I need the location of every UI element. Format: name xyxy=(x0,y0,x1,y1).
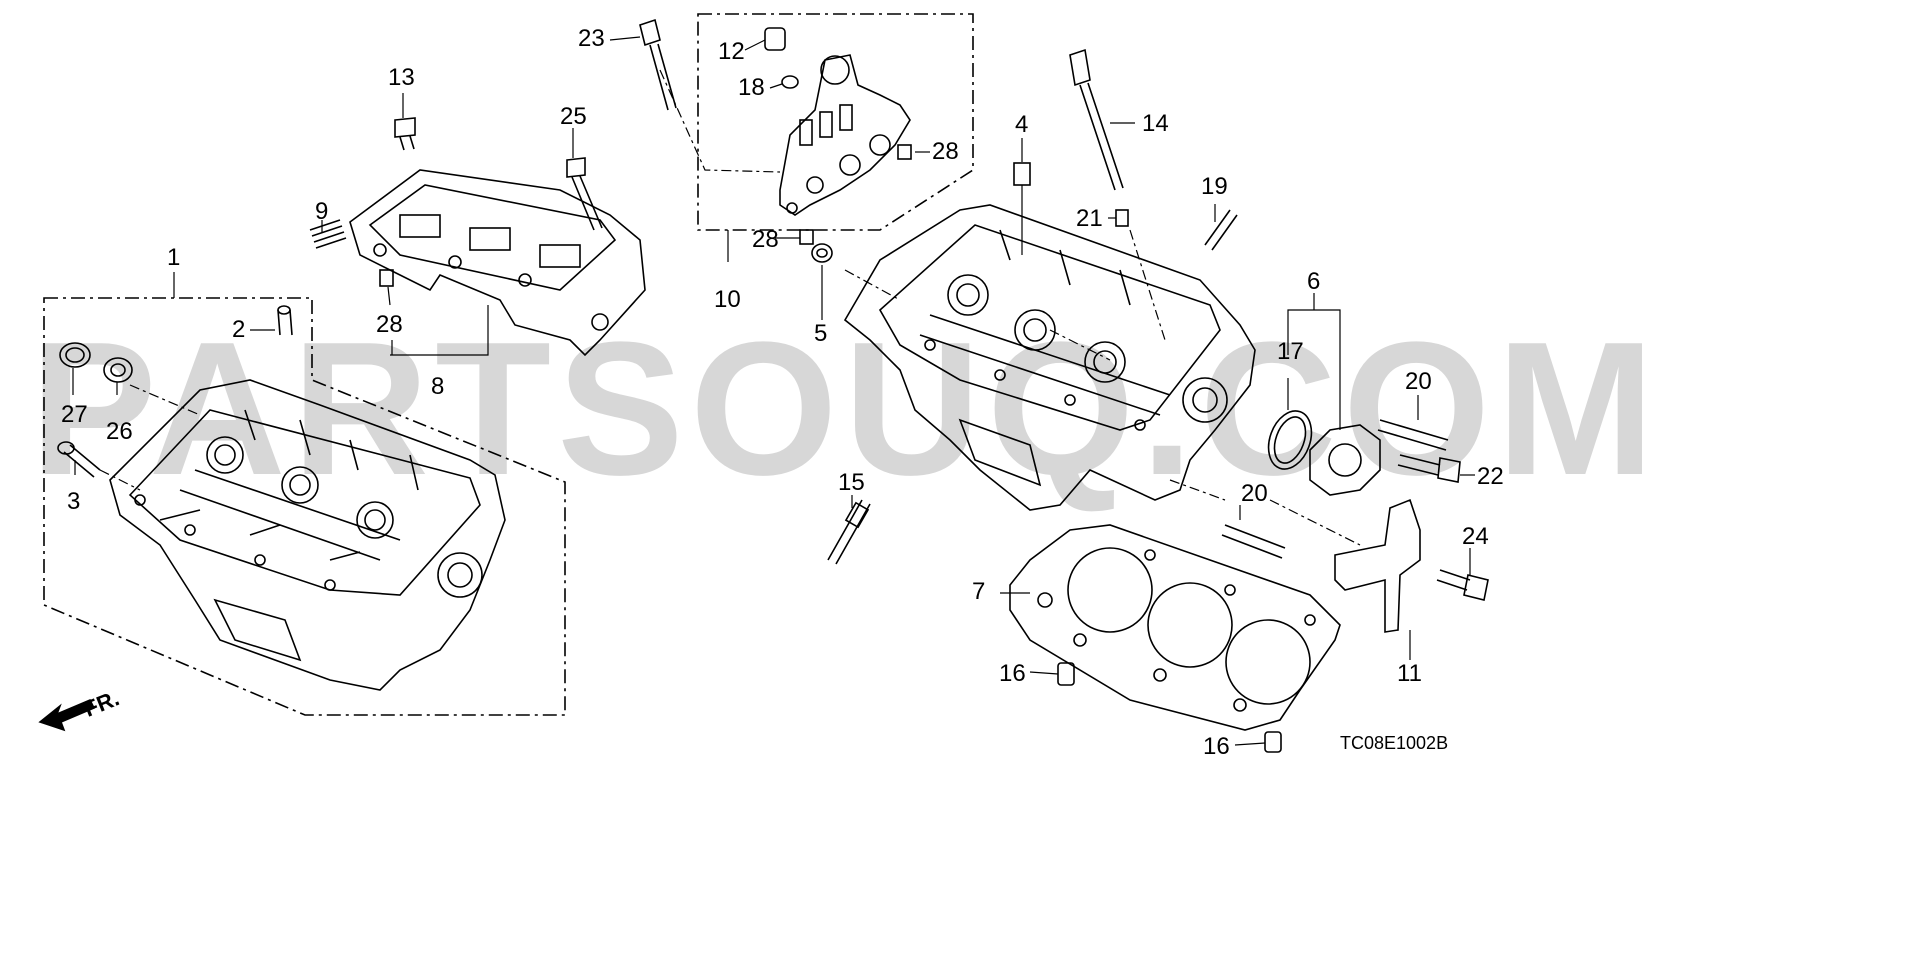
callout-19[interactable]: 19 xyxy=(1201,173,1228,200)
callout-10[interactable]: 10 xyxy=(714,286,741,313)
callout-23[interactable]: 23 xyxy=(578,25,605,52)
callout-11[interactable]: 11 xyxy=(1397,660,1422,687)
callout-9[interactable]: 9 xyxy=(315,198,329,225)
callout-21[interactable]: 21 xyxy=(1076,205,1103,232)
parts-diagram: PARTSOUQ.COM xyxy=(30,13,1655,760)
diagram-drawing xyxy=(38,13,1489,753)
spool-valve-drawing xyxy=(779,54,911,216)
callout-28b[interactable]: 28 xyxy=(752,226,779,253)
callout-14[interactable]: 14 xyxy=(1142,110,1169,137)
callout-18[interactable]: 18 xyxy=(738,74,765,101)
front-arrow-icon xyxy=(38,698,96,732)
callout-3[interactable]: 3 xyxy=(67,488,81,515)
group-frame-10 xyxy=(697,13,974,231)
callout-12[interactable]: 12 xyxy=(718,38,745,65)
leader-lines xyxy=(72,36,1475,746)
callout-5[interactable]: 5 xyxy=(814,320,828,347)
fastener-drawings xyxy=(57,18,1489,753)
callout-20a[interactable]: 20 xyxy=(1405,368,1432,395)
callout-4[interactable]: 4 xyxy=(1015,111,1029,138)
group-frame-1 xyxy=(43,297,566,716)
diagram-code: TC08E1002B xyxy=(1340,733,1449,753)
bracket-drawing xyxy=(1334,498,1421,633)
callout-24[interactable]: 24 xyxy=(1462,523,1489,550)
callout-15[interactable]: 15 xyxy=(838,469,865,496)
camshaft-holder-drawing xyxy=(349,169,646,357)
callout-17[interactable]: 17 xyxy=(1277,338,1304,365)
callout-27[interactable]: 27 xyxy=(61,401,88,428)
callout-16a[interactable]: 16 xyxy=(999,660,1026,687)
callout-16b[interactable]: 16 xyxy=(1203,733,1230,760)
callout-26[interactable]: 26 xyxy=(106,418,133,445)
callout-13[interactable]: 13 xyxy=(388,64,415,91)
callout-25[interactable]: 25 xyxy=(560,103,587,130)
callout-28c[interactable]: 28 xyxy=(932,138,959,165)
callout-22[interactable]: 22 xyxy=(1477,463,1504,490)
cover-plate-drawing xyxy=(1267,410,1381,496)
callout-7[interactable]: 7 xyxy=(972,578,986,605)
callout-8[interactable]: 8 xyxy=(431,373,445,400)
watermark-text: PARTSOUQ.COM xyxy=(30,303,1661,515)
callout-20b[interactable]: 20 xyxy=(1241,480,1268,507)
head-gasket-drawing xyxy=(1009,524,1341,731)
cylinder-head-right-drawing xyxy=(843,204,1256,511)
callout-6[interactable]: 6 xyxy=(1307,268,1321,295)
cylinder-head-left-drawing xyxy=(109,379,506,691)
callout-2[interactable]: 2 xyxy=(232,316,246,343)
callout-28a[interactable]: 28 xyxy=(376,311,403,338)
callout-1[interactable]: 1 xyxy=(167,244,181,271)
